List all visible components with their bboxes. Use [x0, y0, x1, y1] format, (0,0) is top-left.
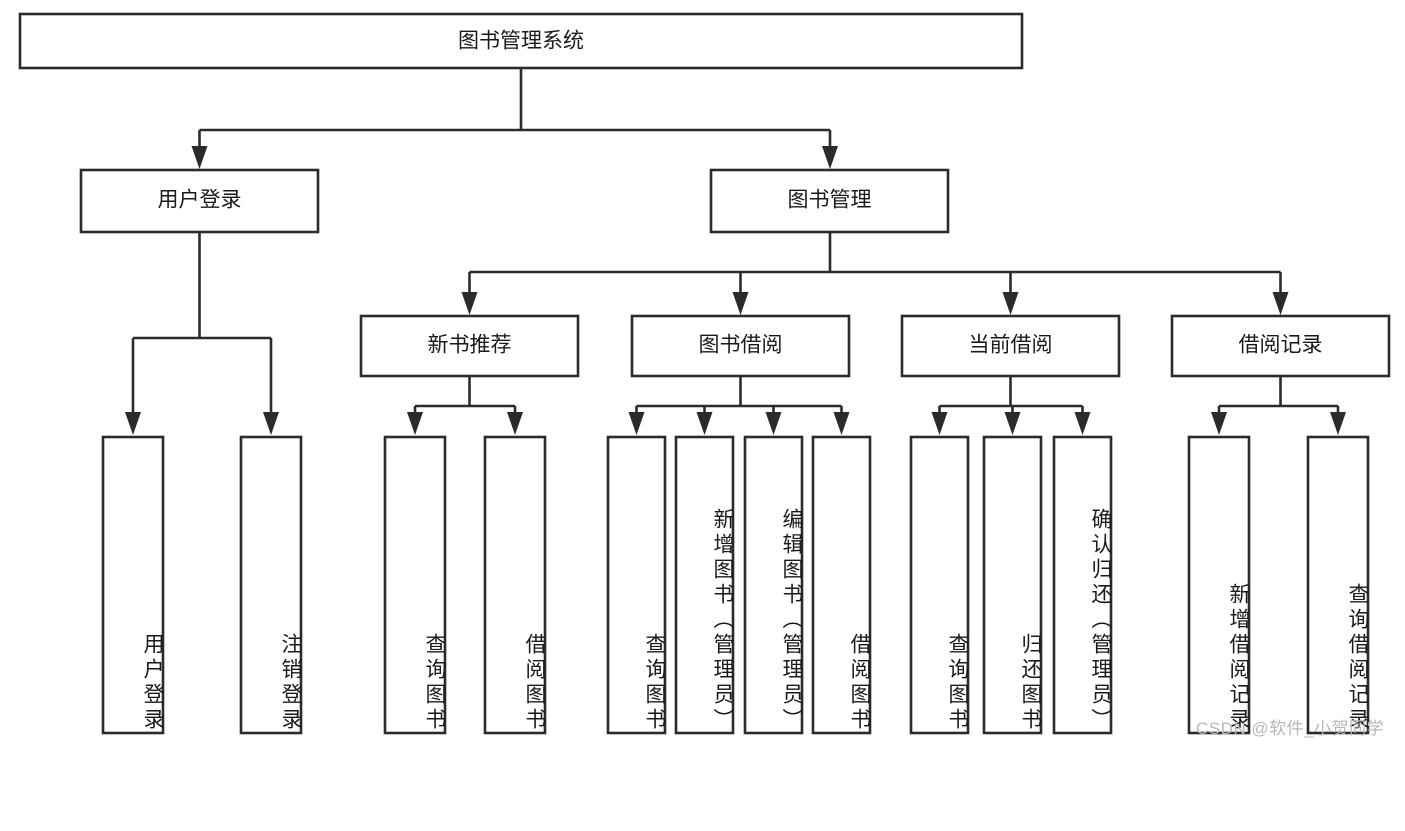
node-box-leaf-confirm-return-admin[interactable] — [1052, 435, 1113, 735]
connector-group-current-borrow — [931, 376, 1091, 435]
node-box-root[interactable] — [18, 12, 1024, 70]
node-box-leaf-add-borrow-record[interactable] — [1187, 435, 1251, 735]
connector-group-borrow-records — [1211, 376, 1346, 435]
node-box-leaf-query-book-current[interactable] — [909, 435, 970, 735]
node-label-new-book-recommend: 新书推荐 — [428, 334, 512, 357]
arrowhead-leaf-query-book-recommend — [407, 412, 423, 435]
arrowhead-leaf-query-book-borrow — [628, 412, 645, 435]
node-box-leaf-add-book-admin[interactable] — [674, 435, 735, 735]
node-label-book-borrow: 图书借阅 — [699, 334, 783, 357]
node-box-leaf-edit-book-admin[interactable] — [743, 435, 804, 735]
node-box-leaf-return-book[interactable] — [982, 435, 1043, 735]
node-box-book-borrow[interactable] — [630, 314, 851, 378]
connector-group-book-management — [461, 232, 1289, 315]
arrowhead-book-management — [822, 146, 838, 169]
arrowhead-new-book-recommend — [461, 292, 478, 315]
node-label-root: 图书管理系统 — [458, 30, 584, 53]
arrowhead-leaf-borrow-book-recommend — [507, 412, 523, 435]
node-label-current-borrow: 当前借阅 — [969, 334, 1053, 357]
arrowhead-leaf-confirm-return-admin — [1074, 412, 1091, 435]
arrowhead-user-login — [191, 146, 208, 169]
node-label-borrow-records: 借阅记录 — [1239, 334, 1323, 357]
arrowhead-borrow-records — [1272, 292, 1289, 315]
node-box-new-book-recommend[interactable] — [359, 314, 580, 378]
csdn-watermark: CSDN @软件_小贺同学 — [1196, 719, 1385, 738]
diagram-canvas: 图书管理系统 用户登录 图书管理 新书推荐 图书借阅 当前借阅 借阅记录 — [18, 12, 1391, 738]
node-box-book-management[interactable] — [709, 168, 950, 234]
arrowhead-current-borrow — [1002, 292, 1019, 315]
node-box-user-login[interactable] — [79, 168, 320, 234]
node-label-user-login: 用户登录 — [158, 189, 242, 212]
node-box-borrow-records[interactable] — [1170, 314, 1391, 378]
arrowhead-leaf-add-book-admin — [696, 412, 713, 435]
node-box-current-borrow[interactable] — [900, 314, 1121, 378]
node-box-leaf-borrow-book-recommend[interactable] — [483, 435, 547, 735]
arrowhead-book-borrow — [732, 292, 749, 315]
node-box-leaf-query-book-recommend[interactable] — [383, 435, 447, 735]
arrowhead-leaf-query-borrow-record — [1330, 412, 1346, 435]
node-box-leaf-query-book-borrow[interactable] — [606, 435, 667, 735]
arrowhead-leaf-add-borrow-record — [1211, 412, 1227, 435]
connector-group-book-borrow — [628, 376, 850, 435]
node-boxes: 图书管理系统 用户登录 图书管理 新书推荐 图书借阅 当前借阅 借阅记录 — [18, 12, 1391, 735]
arrowhead-leaf-logout — [263, 412, 279, 435]
arrowhead-leaf-borrow-book — [833, 412, 850, 435]
arrowhead-leaf-return-book — [1004, 412, 1021, 435]
connector-group-root — [191, 68, 838, 169]
node-box-leaf-user-login[interactable] — [101, 435, 165, 735]
arrowhead-leaf-user-login — [125, 412, 141, 435]
node-label-book-management: 图书管理 — [788, 189, 872, 212]
node-box-leaf-borrow-book[interactable] — [811, 435, 872, 735]
connector-group-user-login — [125, 232, 279, 435]
arrowhead-leaf-query-book-current — [931, 412, 948, 435]
connector-group-new-book-recommend — [407, 376, 523, 435]
node-box-leaf-logout[interactable] — [239, 435, 303, 735]
node-box-leaf-query-borrow-record[interactable] — [1306, 435, 1370, 735]
diagram-svg: 图书管理系统 用户登录 图书管理 新书推荐 图书借阅 当前借阅 借阅记录 — [18, 12, 1391, 735]
arrowhead-leaf-edit-book-admin — [765, 412, 782, 435]
